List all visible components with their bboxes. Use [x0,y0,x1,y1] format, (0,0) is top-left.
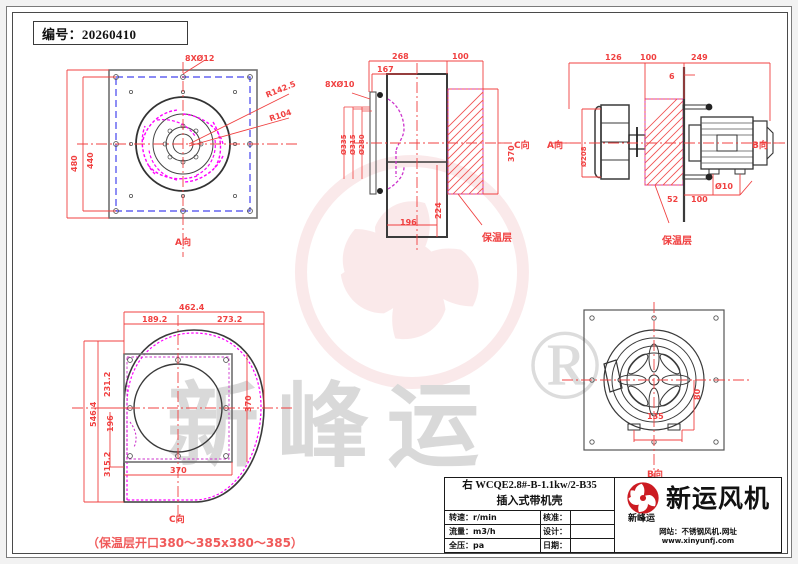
dim-196-mid: 196 [400,218,417,227]
dim-231: 231.2 [103,371,112,397]
dim-196-bl: 196 [106,415,115,432]
view-label-B-br: B向 [647,470,663,480]
dim-440: 440 [86,152,95,169]
spec-rows: 转速：r/min 核准： 流量：m3/h 设计： 全压：pa 日期： [445,511,614,552]
model-designation: 右 WCQE2.8#-B-1.1kw/2-B35 [462,480,597,491]
insulation-label-mid: 保温层 [482,233,512,244]
dim-100-bottom: 100 [691,195,708,204]
title-block-right: 新峰运 新运风机 网站：不锈钢风机.网址 www.xinyunfj.com [615,478,781,552]
view-bottom-left [72,311,292,522]
dim-268: 268 [392,52,409,61]
dim-370-right-bl: 370 [244,395,253,412]
model-subtitle: 插入式带机壳 [445,494,614,511]
view-label-C-bl: C向 [169,515,185,525]
dim-370-bottom-bl: 370 [170,466,187,475]
spec-field-approved: 核准： [541,511,571,524]
dim-273: 273.2 [217,315,243,324]
view-top-middle [343,60,512,252]
callout-8x10: 8XØ10 [325,80,355,89]
dim-189: 189.2 [142,315,168,324]
dim-dia-208: Ø208 [580,146,588,167]
spec-field-design: 设计： [541,525,571,538]
insulation-opening-note: （保温层开口380～385x380～385） [87,536,303,550]
website-line-1: 网站：不锈钢风机.网址 [659,527,737,536]
table-row: 全压：pa 日期： [445,539,614,552]
view-label-A-right: A向 [547,141,563,151]
view-label-C-mid: C向 [514,141,530,151]
company-logo-row: 新峰运 新运风机 [626,481,770,524]
spec-value-date[interactable] [571,539,614,552]
title-block-left: 右 WCQE2.8#-B-1.1kw/2-B35 插入式带机壳 转速：r/min… [445,478,615,552]
brand-name: 新运风机 [665,483,770,513]
dim-546: 546.4 [89,401,98,427]
drawing-frame [12,12,788,554]
dim-126: 126 [605,53,622,62]
view-top-left [66,59,299,257]
dim-224: 224 [434,202,443,219]
view-label-A-left: A向 [175,238,191,248]
title-block: 右 WCQE2.8#-B-1.1kw/2-B35 插入式带机壳 转速：r/min… [444,477,782,553]
dim-249: 249 [691,53,708,62]
callout-8x12: 8XØ12 [185,54,215,63]
drawing-sheet: 编号：20260410 ® 新峰运 [6,6,792,558]
dim-100-mid: 100 [452,52,469,61]
spec-field-date: 日期： [541,539,571,552]
dim-dia-335: Ø335 [340,134,348,155]
dim-dia-315: Ø315 [349,134,357,155]
website-line-2: www.xinyunfj.com [661,537,735,545]
dim-462: 462.4 [179,303,205,312]
insulation-label-right: 保温层 [662,236,692,247]
drawing-number-text: 编号：20260410 [42,26,137,42]
spec-label-flow: 流量：m3/h [445,525,541,538]
company-logo-mark: 新峰运 [626,481,660,524]
table-row: 流量：m3/h 设计： [445,525,614,539]
view-top-right [551,62,785,224]
dim-167: 167 [377,65,394,74]
spec-label-pressure: 全压：pa [445,539,541,552]
drawing-number-box: 编号：20260410 [33,21,188,45]
dim-dia-10: Ø10 [715,182,733,191]
spec-value-design[interactable] [571,525,614,538]
view-label-B-right: B向 [752,141,768,151]
spec-value-approved[interactable] [571,511,614,524]
spec-label-speed: 转速：r/min [445,511,541,524]
dim-dia-280: Ø280 [358,134,366,155]
dim-315: 315.2 [103,451,112,477]
dim-6: 6 [669,72,675,81]
view-bottom-right [562,302,750,480]
dim-80: 80 [693,388,702,400]
dim-480: 480 [70,155,79,172]
logo-subtext: 新峰运 [627,514,655,524]
dim-135: 135 [647,412,664,421]
dim-100-right: 100 [640,53,657,62]
dim-52: 52 [667,195,679,204]
fan-logo-icon [627,482,659,514]
table-row: 转速：r/min 核准： [445,511,614,525]
